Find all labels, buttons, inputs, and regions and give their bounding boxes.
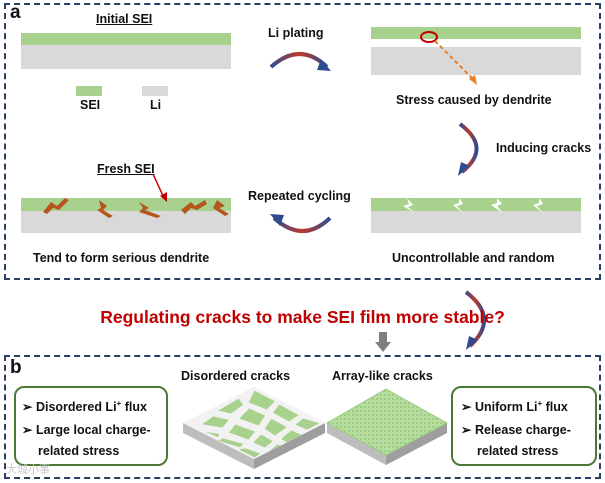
array-properties-box: [451, 386, 597, 466]
initial-sei-title: Initial SEI: [96, 12, 153, 26]
disordered-cracks-block: [183, 387, 325, 469]
legend-sei-swatch: [76, 86, 102, 96]
inducing-cracks-label: Inducing cracks: [496, 141, 592, 155]
array-cracks-title: Array-like cracks: [332, 369, 433, 383]
watermark-text: 大城小事: [6, 464, 50, 476]
dendrite-stress-diagram: [415, 31, 477, 85]
repeated-cycling-arrow-icon: [270, 214, 332, 233]
cycled-sei-layer: [21, 198, 231, 211]
right-bullet-1: ➢ Uniform Li+ flux: [461, 399, 568, 415]
legend-li-swatch: [142, 86, 168, 96]
bullet-icon: ➢: [22, 423, 33, 437]
panel-b-label: b: [10, 357, 22, 378]
uncontrollable-label: Uncontrollable and random: [392, 251, 555, 265]
fresh-sei-title: Fresh SEI: [97, 162, 155, 176]
right-bullet-2: ➢ Release charge-: [461, 423, 571, 437]
right-bullet-2-cont: related stress: [477, 444, 559, 458]
bullet-icon: ➢: [22, 400, 33, 415]
disordered-cracks-title: Disordered cracks: [181, 369, 291, 383]
left-bullet-1: ➢ Disordered Li+ flux: [22, 399, 147, 415]
cycled-li-layer: [21, 211, 231, 233]
li-plating-label: Li plating: [268, 26, 324, 40]
fresh-sei-dendrite-diagram: [43, 173, 229, 218]
random-cracks-diagram: [403, 198, 543, 213]
panel-b: [4, 355, 601, 479]
down-arrow-icon: [375, 332, 391, 352]
array-cracks-block: [325, 388, 449, 465]
stress-dendrite-label: Stress caused by dendrite: [396, 93, 552, 107]
left-bullet-2: ➢ Large local charge-: [22, 423, 151, 437]
headline-question: Regulating cracks to make SEI film more …: [100, 307, 505, 327]
tend-dendrite-label: Tend to form serious dendrite: [33, 251, 210, 265]
stress-sei-layer: [371, 27, 581, 39]
legend-li-label: Li: [150, 98, 162, 112]
cracked-sei-layer: [371, 198, 581, 211]
panel-a-label: a: [10, 2, 21, 23]
cracked-li-layer: [371, 211, 581, 233]
repeated-cycling-label: Repeated cycling: [248, 189, 351, 203]
stress-li-layer: [371, 47, 581, 75]
inducing-cracks-arrow-icon: [458, 122, 479, 176]
disordered-properties-box: [14, 386, 168, 466]
initial-li-layer: [21, 45, 231, 69]
regulating-arrow-icon: [464, 290, 487, 350]
initial-sei-layer: [21, 33, 231, 45]
left-bullet-2-cont: related stress: [38, 444, 120, 458]
legend-sei-label: SEI: [80, 98, 101, 112]
panel-a: [4, 3, 601, 280]
bullet-icon: ➢: [461, 400, 472, 415]
li-plating-arrow-icon: [269, 52, 331, 71]
bullet-icon: ➢: [461, 423, 472, 437]
